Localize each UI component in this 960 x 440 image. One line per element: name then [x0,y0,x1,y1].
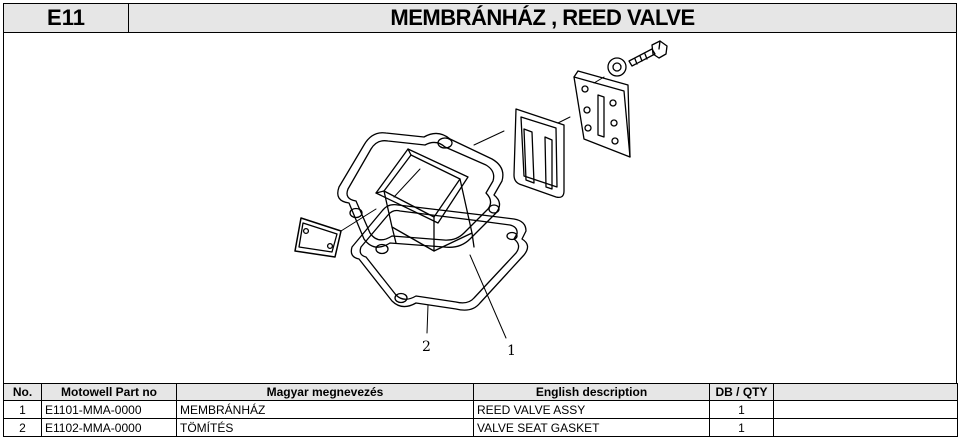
row-blank [773,400,958,419]
col-header-qty: DB / QTY [709,383,774,401]
row-hu-name: TÖMÍTÉS [176,418,474,437]
screw-part [628,40,668,67]
row-en-desc: REED VALVE ASSY [473,400,710,419]
stopper-plate-part [557,70,631,158]
row-qty: 1 [709,418,774,437]
col-header-hu-name: Magyar megnevezés [176,383,474,401]
page-title: MEMBRÁNHÁZ , REED VALVE [390,5,695,30]
table-header-row: No. Motowell Part no Magyar megnevezés E… [3,383,958,401]
row-hu-name: MEMBRÁNHÁZ [176,400,474,419]
row-qty: 1 [709,400,774,419]
row-no: 1 [3,400,42,419]
col-header-part-no: Motowell Part no [41,383,177,401]
parts-table: No. Motowell Part no Magyar megnevezés E… [3,383,958,437]
row-blank [773,418,958,437]
small-plate-part [294,208,377,258]
section-code: E11 [4,4,129,32]
row-en-desc: VALVE SEAT GASKET [473,418,710,437]
callout-2: 2 [422,339,431,355]
gasket-part [350,203,529,311]
exploded-view-drawing: 1 2 [294,40,668,359]
col-header-en-desc: English description [473,383,710,401]
row-part-no: E1101-MMA-0000 [41,400,177,419]
washer-part [593,57,627,84]
col-header-blank [773,383,958,401]
reed-cage-part [337,132,507,339]
page-header: E11 MEMBRÁNHÁZ , REED VALVE [3,3,957,33]
col-header-no: No. [3,383,42,401]
table-row: 2 E1102-MMA-0000 TÖMÍTÉS VALVE SEAT GASK… [3,418,958,437]
table-row: 1 E1101-MMA-0000 MEMBRÁNHÁZ REED VALVE A… [3,400,958,419]
row-no: 2 [3,418,42,437]
row-part-no: E1102-MMA-0000 [41,418,177,437]
reed-petal-part [473,108,565,199]
callout-1: 1 [507,343,516,359]
exploded-view-frame: 1 2 [3,33,957,383]
